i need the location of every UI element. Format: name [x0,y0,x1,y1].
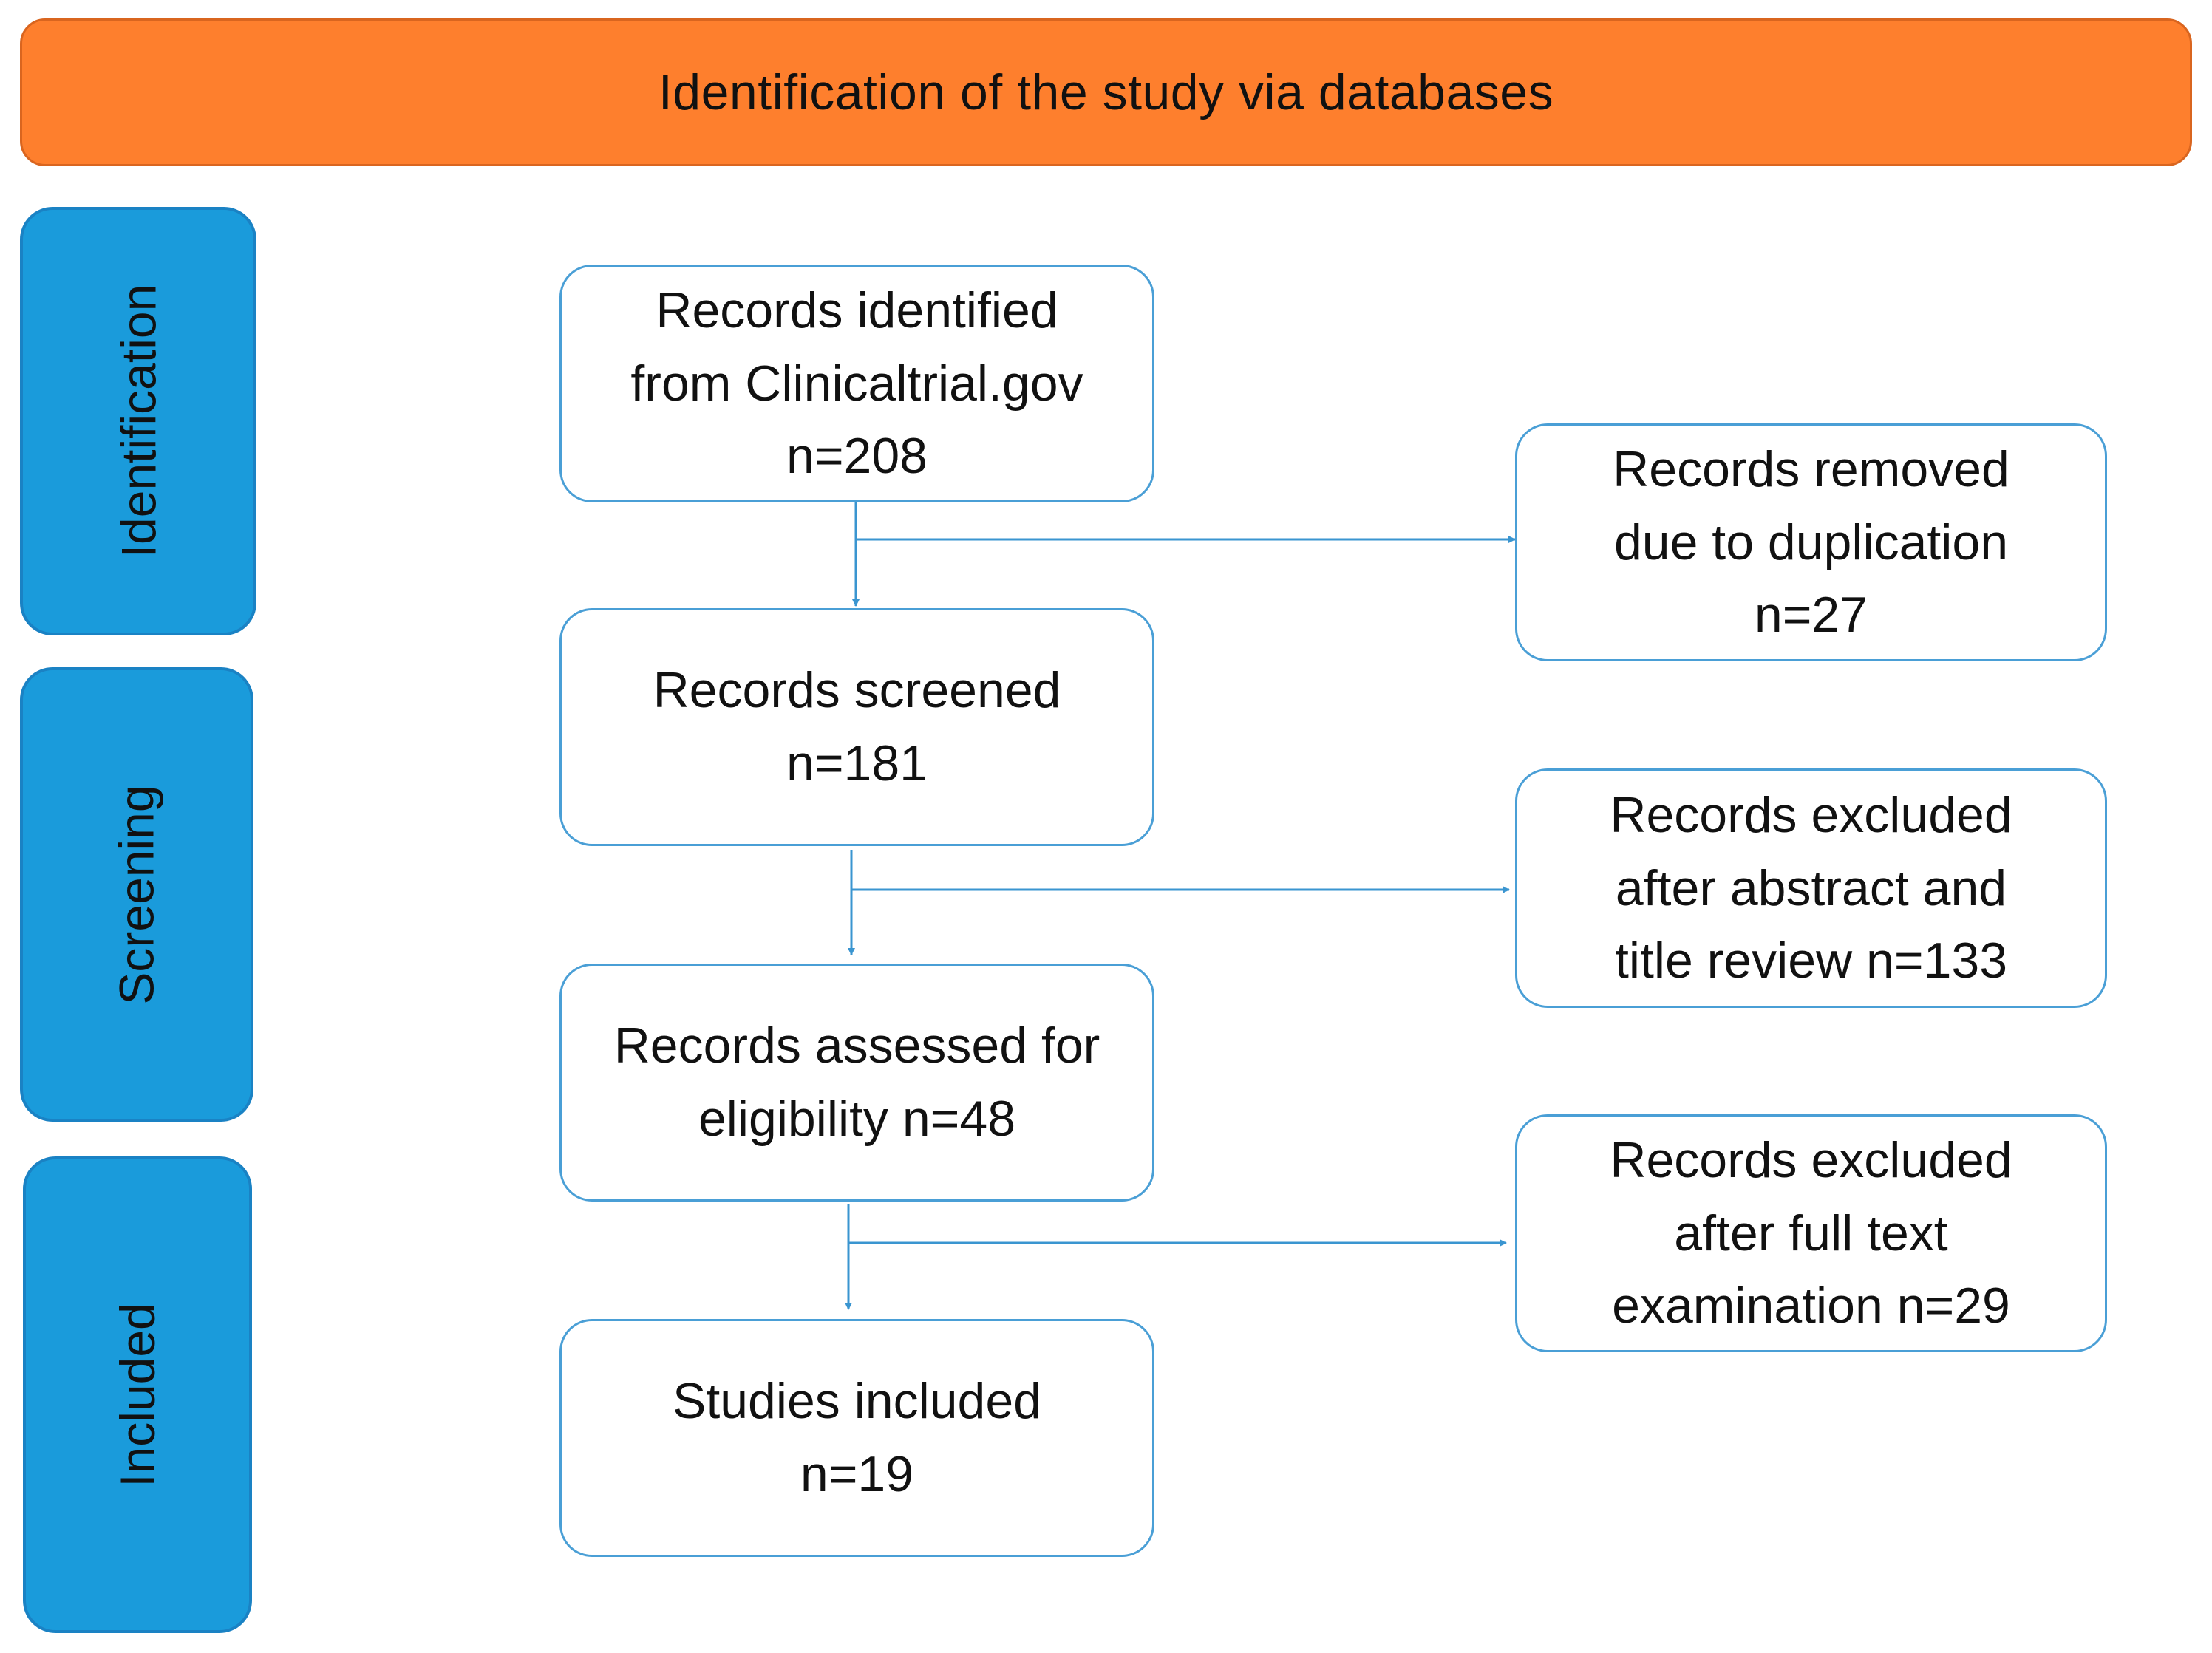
duplicates-count: n=27 [1754,587,1868,644]
abstract-line1: Records excluded [1610,787,2012,844]
fulltext-line3: examination n=29 [1612,1278,2010,1335]
box-excluded-fulltext: Records excluded after full text examina… [1515,1114,2107,1352]
abstract-line3: title review n=133 [1614,933,2008,989]
assessed-line2: eligibility n=48 [698,1091,1016,1147]
header-banner: Identification of the study via database… [20,18,2192,166]
screened-line1: Records screened [653,662,1061,719]
stage-included: Included [23,1156,252,1633]
stage-screening: Screening [20,667,253,1122]
identified-line1: Records identified [656,282,1058,339]
abstract-line2: after abstract and [1615,859,2007,916]
stage-identification: Identification [20,207,256,635]
fulltext-line2: after full text [1674,1204,1948,1261]
assessed-line1: Records assessed for [613,1018,1100,1074]
included-count: n=19 [800,1446,914,1502]
box-removed-duplicates: Records removed due to duplication n=27 [1515,423,2107,661]
screened-count: n=181 [786,735,928,791]
duplicates-line1: Records removed [1613,441,2009,498]
box-excluded-abstract: Records excluded after abstract and titl… [1515,768,2107,1008]
duplicates-line2: due to duplication [1613,514,2009,570]
box-studies-included: Studies included n=19 [559,1319,1154,1557]
box-records-assessed: Records assessed for eligibility n=48 [559,964,1154,1202]
identified-line2: from Clinicaltrial.gov [630,355,1083,412]
included-line1: Studies included [672,1373,1041,1430]
banner-title: Identification of the study via database… [658,64,1554,120]
box-records-screened: Records screened n=181 [559,608,1154,846]
box-records-identified: Records identified from Clinicaltrial.go… [559,265,1154,502]
identified-count: n=208 [786,428,928,485]
fulltext-line1: Records excluded [1610,1132,2012,1189]
